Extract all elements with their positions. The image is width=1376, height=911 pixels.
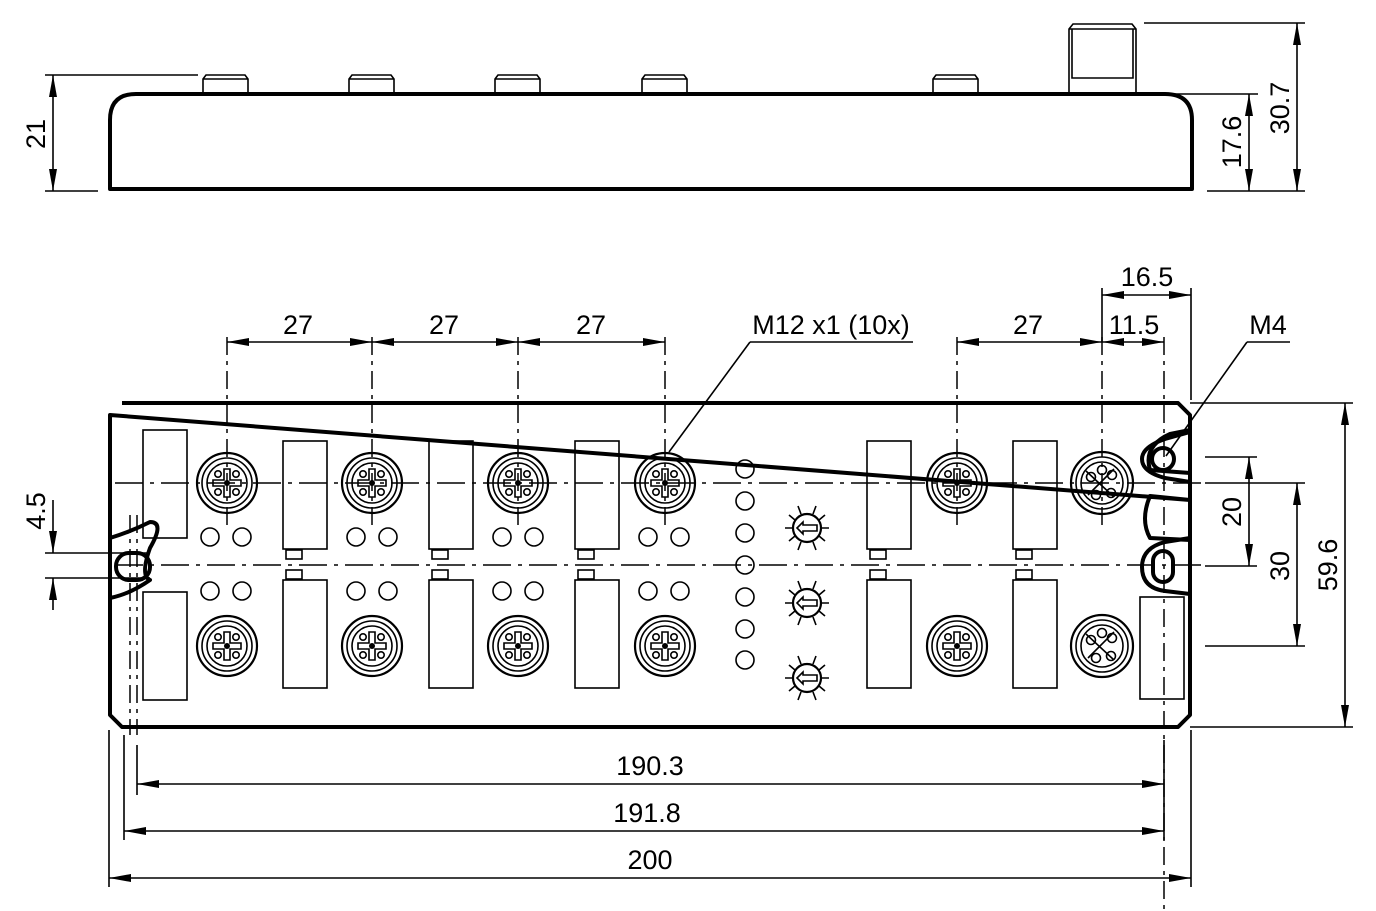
dim-pitch-right: 27 11.5 (957, 310, 1164, 346)
dim-slot-width: 4.5 (21, 492, 150, 610)
dim-pitch-chain: 27 27 27 (227, 310, 665, 346)
mounting-slot-right (1151, 549, 1175, 584)
dim-hole-to-edge-label: 16.5 (1121, 262, 1174, 292)
side-connector-stubs (202, 74, 979, 94)
m12-connector-9 (633, 614, 697, 678)
dim-pitch-2-label: 27 (429, 310, 459, 340)
rotary-switch-3 (783, 654, 831, 702)
side-view: 21 17.6 30.7 (21, 22, 1305, 192)
m12-connector-10 (925, 614, 989, 678)
dim-slot-center-distance: 191.8 (123, 735, 1164, 840)
m12-bus-connector-out (1069, 613, 1135, 679)
dim-body-height-right: 17.6 (1165, 93, 1305, 192)
dim-hole-center-distance-label: 190.3 (616, 751, 684, 781)
dim-pitch-3-label: 27 (576, 310, 606, 340)
dim-overall-width: 59.6 (1190, 402, 1353, 728)
dim-pitch-1-label: 27 (283, 310, 313, 340)
status-led-column (735, 459, 755, 670)
rotary-switch-1 (783, 504, 831, 552)
label-fields (142, 429, 1058, 701)
side-body-outline (108, 92, 1194, 191)
m12-connector-7 (340, 614, 404, 678)
dim-overall-length: 200 (108, 730, 1192, 887)
m12-connector-8 (486, 614, 550, 678)
m4-mounting-hole (1150, 446, 1176, 472)
dim-hole-to-edge: 16.5 (1101, 262, 1192, 400)
rotary-switches (783, 504, 831, 702)
dim-hole-spacing-label: 20 (1217, 497, 1247, 527)
callout-m4: M4 (1165, 310, 1290, 457)
dim-overall-length-label: 200 (627, 845, 672, 875)
dim-hole-spacing: 20 (1205, 456, 1257, 567)
callout-m12: M12 x1 (10x) (668, 310, 913, 453)
side-bus-connector (1068, 23, 1137, 94)
top-view: 27 27 27 27 11.5 16.5 M12 x1 (10x) (21, 262, 1353, 911)
dim-slot-center-distance-label: 191.8 (613, 798, 681, 828)
dim-pitch-4-label: 27 (1013, 310, 1043, 340)
dim-last-to-hole-label: 11.5 (1109, 310, 1160, 340)
dim-hole-to-bottom-label: 30 (1265, 551, 1295, 581)
dim-total-height-label: 30.7 (1265, 82, 1295, 135)
dim-total-height: 30.7 (1144, 22, 1305, 191)
m12-connector-1 (195, 451, 259, 515)
callout-m4-label: M4 (1249, 310, 1287, 340)
m12-connector-6 (195, 614, 259, 678)
rotary-switch-2 (783, 579, 831, 627)
dim-body-height: 21 (21, 74, 198, 192)
dim-body-height-label: 21 (21, 119, 51, 149)
dim-hole-center-distance: 190.3 (136, 740, 1165, 840)
bus-label-field (1139, 596, 1185, 700)
dim-hole-to-bottom: 30 (1205, 482, 1305, 647)
dim-overall-width-label: 59.6 (1313, 539, 1343, 592)
port-status-leds (200, 527, 690, 601)
dim-slot-width-label: 4.5 (21, 492, 51, 530)
callout-m12-label: M12 x1 (10x) (752, 310, 910, 340)
dim-body-height-right-label: 17.6 (1217, 116, 1247, 169)
